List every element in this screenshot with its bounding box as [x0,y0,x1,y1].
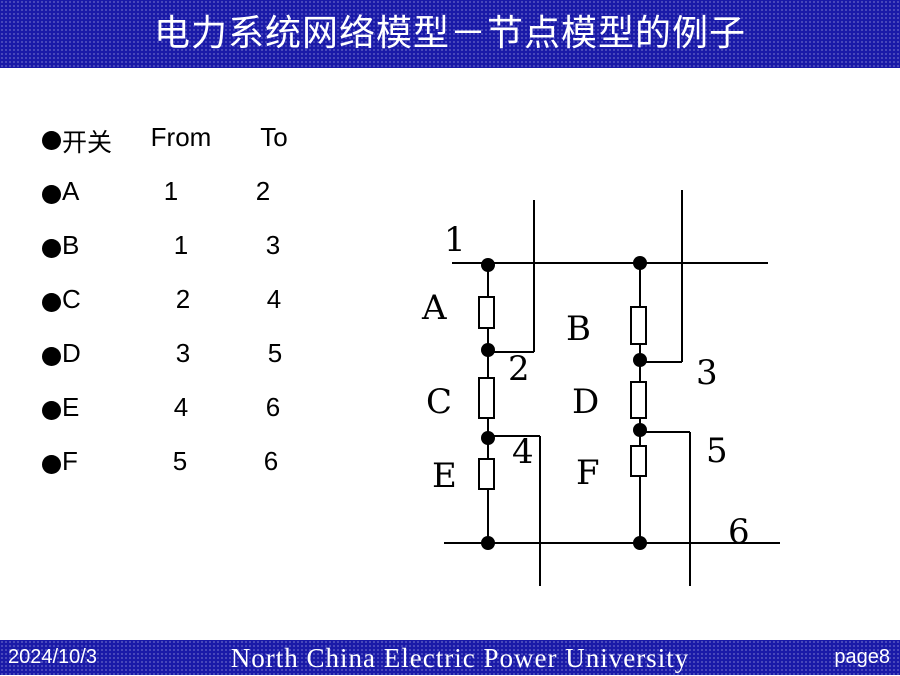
switch-name: B [62,230,80,260]
switch-label-b: B [566,309,591,349]
to-node: 4 [266,284,282,314]
node-label-1: 1 [444,220,466,260]
to-node: 6 [263,446,279,476]
title-bar: 电力系统网络模型－节点模型的例子 [0,0,900,68]
slide-title: 电力系统网络模型－节点模型的例子 [153,13,746,54]
switch-label-f: F [576,453,600,493]
switch-name: E [62,392,80,422]
node-label-4: 4 [512,432,534,472]
switch-label-e: E [432,456,457,496]
switch-name: A [62,176,80,206]
switch-name: C [62,284,81,314]
footer-date: 2024/10/3 [8,646,97,668]
to-node: 5 [267,338,283,368]
to-node: 3 [265,230,281,260]
switch-a-symbol [478,296,495,329]
node-label-3: 3 [696,353,718,393]
switch-b-symbol [630,306,647,345]
bullet-icon [42,347,61,366]
bullet-icon [42,401,61,420]
header-switch: 开关 [62,128,113,157]
switch-label-d: D [572,382,599,422]
to-node: 2 [255,176,271,206]
header-from: From [150,122,212,152]
footer-university: North China Electric Power University [230,643,690,673]
header-to: To [260,122,288,152]
switch-e-symbol [478,458,495,490]
to-node: 6 [265,392,281,422]
node-dot [481,343,495,357]
node-dot [633,256,647,270]
node-dot [633,423,647,437]
node-dot [481,536,495,550]
switch-name: F [62,446,78,476]
switch-label-a: A [421,288,447,328]
switch-d-symbol [630,381,647,419]
from-node: 4 [173,392,189,422]
switch-c-symbol [478,377,495,419]
footer-bar: 2024/10/3 North China Electric Power Uni… [0,640,900,675]
from-node: 1 [173,230,189,260]
node-label-6: 6 [728,512,750,552]
node-label-2: 2 [508,349,530,389]
bullet-icon [42,455,61,474]
node-dot [481,431,495,445]
node-dot [633,353,647,367]
bullet-icon [42,185,61,204]
switch-name: D [62,338,81,368]
node-label-5: 5 [706,431,728,471]
bullet-icon [42,131,61,150]
node-dot [633,536,647,550]
from-node: 3 [175,338,191,368]
node-dot [481,258,495,272]
switch-label-c: C [426,382,452,422]
bullet-icon [42,239,61,258]
from-node: 1 [163,176,179,206]
bullet-icon [42,293,61,312]
switch-f-symbol [630,445,647,477]
footer-page-number: page8 [834,646,890,668]
from-node: 5 [172,446,188,476]
from-node: 2 [175,284,191,314]
